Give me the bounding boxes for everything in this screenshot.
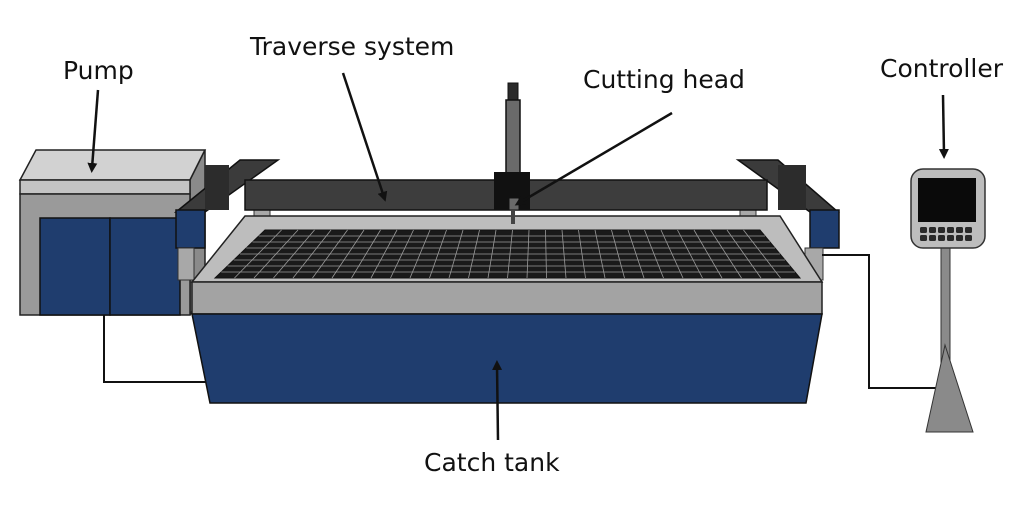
keypad-key bbox=[947, 235, 954, 241]
catch-tank-body bbox=[191, 313, 823, 404]
keypad-key bbox=[956, 235, 963, 241]
controller-keypad bbox=[920, 227, 972, 241]
pump-label: Pump bbox=[63, 56, 134, 85]
pump-arrow bbox=[87, 89, 100, 173]
keypad-key bbox=[920, 235, 927, 241]
keypad-key bbox=[965, 235, 972, 241]
pump-cable bbox=[103, 315, 210, 383]
catch-tank-arrow bbox=[492, 360, 503, 441]
cutting-head-label: Cutting head bbox=[583, 65, 745, 94]
cutting-head-arrow bbox=[514, 111, 673, 206]
catch-tank-label: Catch tank bbox=[424, 448, 560, 477]
keypad-key bbox=[956, 227, 963, 233]
keypad-key bbox=[920, 227, 927, 233]
keypad-key bbox=[947, 227, 954, 233]
keypad-key bbox=[965, 227, 972, 233]
traverse-arrow bbox=[341, 72, 388, 202]
cutting-grid bbox=[221, 229, 795, 279]
controller-arrow bbox=[938, 94, 949, 159]
keypad-key bbox=[938, 227, 945, 233]
traverse-system-label: Traverse system bbox=[250, 32, 455, 61]
controller bbox=[822, 168, 986, 433]
keypad-key bbox=[938, 235, 945, 241]
keypad-key bbox=[929, 235, 936, 241]
controller-cable bbox=[822, 254, 940, 389]
controller-label: Controller bbox=[880, 54, 1003, 83]
cutting-head bbox=[494, 82, 530, 224]
cutting-table bbox=[173, 159, 841, 404]
keypad-key bbox=[929, 227, 936, 233]
